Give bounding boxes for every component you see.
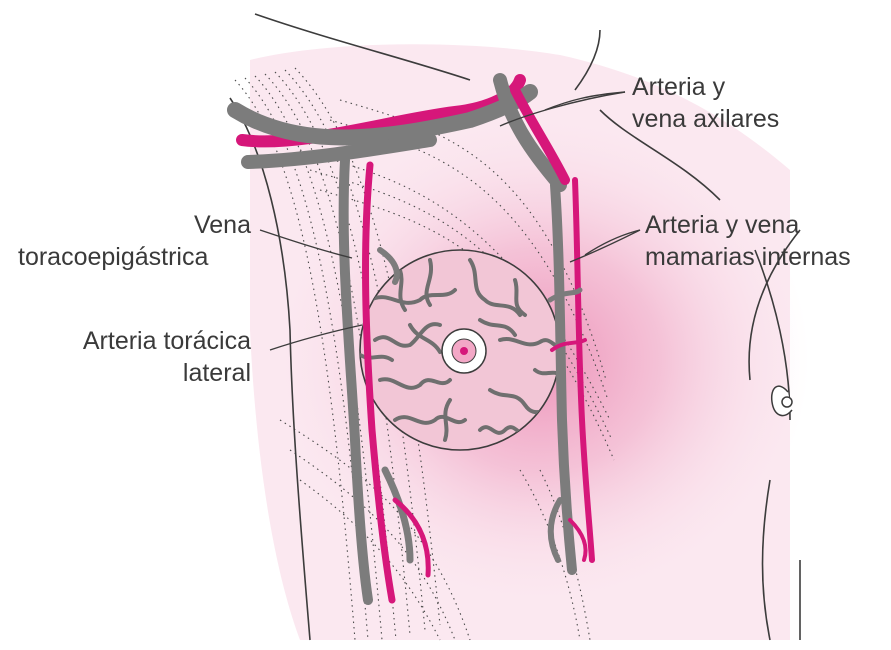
label-axillary-line-1: Arteria y	[632, 72, 725, 102]
label-thoraco-line-1: Vena	[194, 210, 251, 240]
label-thoraco-line-2: toracoepigástrica	[18, 242, 208, 272]
label-axillary-line-2: vena axilares	[632, 104, 779, 134]
label-mammary-line-1: Arteria y vena	[645, 210, 799, 240]
label-lateral-line-2: lateral	[183, 358, 251, 388]
label-mammary-line-2: mamarias internas	[645, 242, 851, 272]
mammary-gland	[360, 250, 562, 450]
label-lateral-line-1: Arteria torácica	[83, 326, 251, 356]
